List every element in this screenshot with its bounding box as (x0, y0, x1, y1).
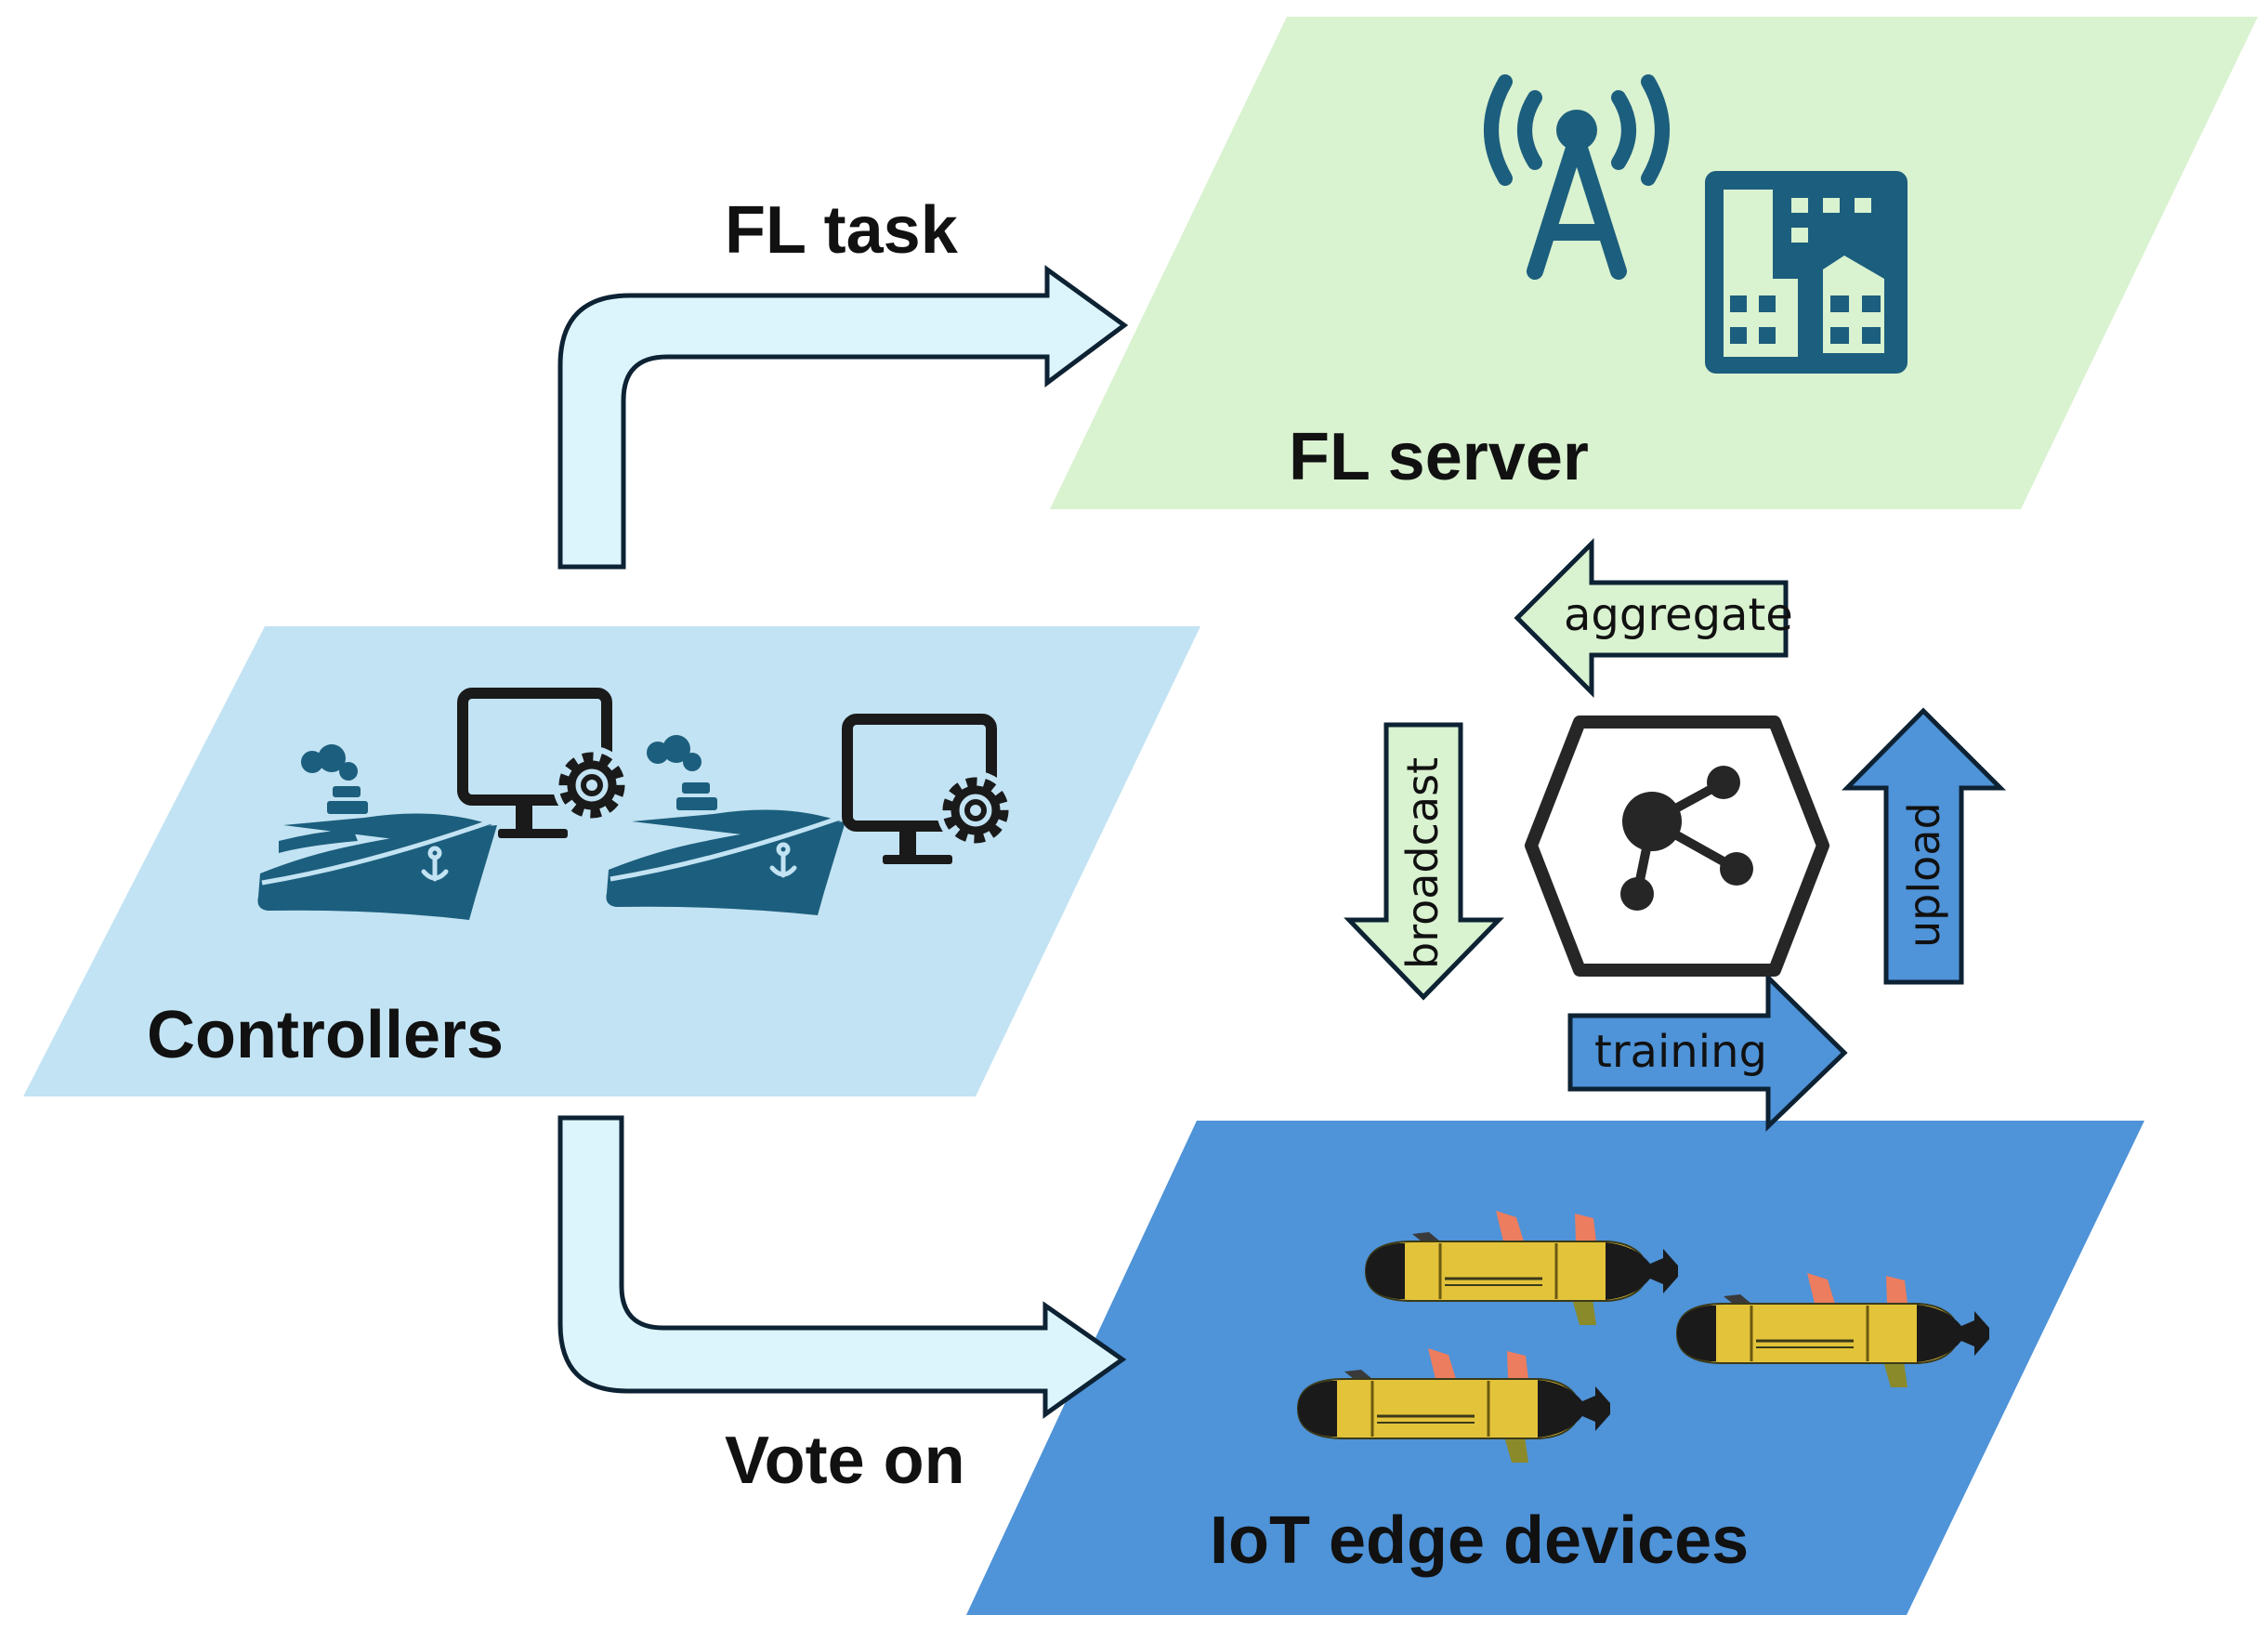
fl-server-label: FL server (1289, 420, 1589, 494)
fl-server-panel (1050, 17, 2258, 509)
broadcast-arrow (1344, 722, 1504, 1001)
building-icon (1705, 171, 1907, 374)
upload-arrow (1842, 707, 2007, 985)
vote-on-arrow (557, 1115, 1127, 1419)
controllers-panel (23, 626, 1200, 1096)
controllers-label: Controllers (147, 998, 504, 1072)
iot-devices-panel (966, 1121, 2144, 1615)
monitor-gear-icon (457, 688, 631, 838)
fl-task-label: FL task (725, 193, 959, 268)
iot-edge-devices-label: IoT edge devices (1210, 1503, 1749, 1578)
upload-label: upload (1899, 802, 1949, 948)
aggregate-label: aggregate (1564, 589, 1793, 641)
ship-icon (606, 735, 851, 915)
aggregate-arrow (1514, 537, 1789, 699)
monitor-gear-icon (842, 714, 1015, 864)
training-arrow (1567, 972, 1848, 1132)
fl-task-arrow (557, 265, 1129, 570)
training-label: training (1594, 1026, 1767, 1078)
broadcast-label: broadcast (1397, 757, 1448, 969)
network-hexagon-icon (1525, 716, 1829, 977)
vote-on-label: Vote on (725, 1424, 965, 1498)
ship-icon (257, 744, 503, 920)
radio-tower-icon (1484, 74, 1670, 280)
